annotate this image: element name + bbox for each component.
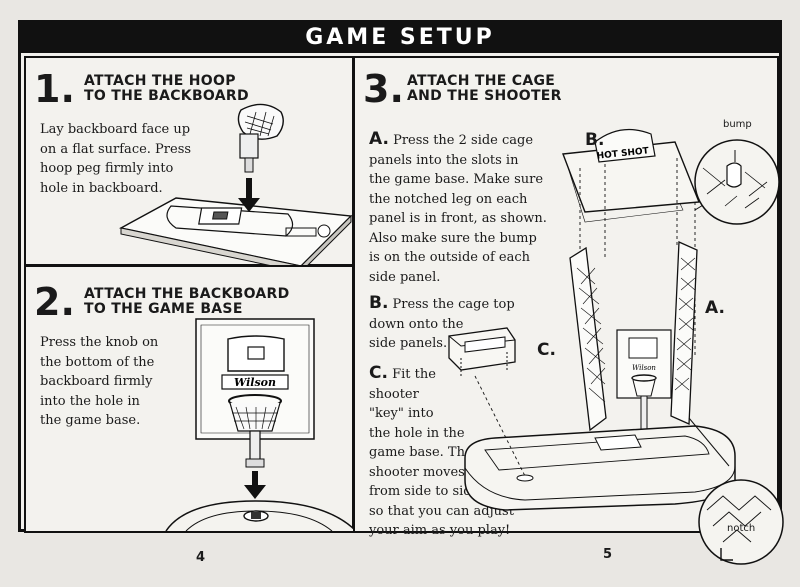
game-setup-frame: GAME SETUP 1. ATTACH THE HOOP TO THE BAC… [18,20,784,565]
step-1-title: ATTACH THE HOOP TO THE BACKBOARD [84,73,249,104]
step-3c-instructions: C. Fit the shooter "key" into the hole i… [369,363,514,541]
shooter-label: C. [537,340,556,360]
step-3b-text: Press the cage top down onto the side pa… [369,297,515,351]
step-3a-lead: A. [369,129,389,149]
step-3b-instructions: B. Press the cage top down onto the side… [369,293,515,354]
step-1-instructions: Lay backboard face up on a flat surface.… [40,122,192,196]
step-3-title: ATTACH THE CAGE AND THE SHOOTER [407,73,562,104]
step-3b-lead: B. [369,293,389,313]
cage-assembly-illustration: HOT SHOT Wilson [448,128,784,565]
bump-callout-label: bump [723,119,752,130]
step-2-title: ATTACH THE BACKBOARD TO THE GAME BASE [84,286,290,317]
cage-top-label: B. [585,130,605,150]
step-3c-text: Fit the shooter "key" into the hole in t… [369,367,514,538]
step-3a-instructions: A. Press the 2 side cage panels into the… [369,129,547,287]
notch-callout-label: notch [727,523,756,534]
step-3-panel: 3. ATTACH THE CAGE AND THE SHOOTER A. Pr… [353,56,784,565]
step-1-number: 1. [34,67,75,111]
hoop-to-backboard-illustration [119,103,353,274]
step-2-panel: 2. ATTACH THE BACKBOARD TO THE GAME BASE… [24,265,357,533]
page-number-left: 4 [196,550,206,565]
step-3c-lead: C. [369,363,388,383]
page-number-right: 5 [603,547,613,562]
backboard-to-base-illustration: Wilson [165,318,357,532]
step-1-panel: 1. ATTACH THE HOOP TO THE BACKBOARD Lay … [24,56,354,274]
step-2-number: 2. [34,280,75,324]
step-2-instructions: Press the knob on the bottom of the back… [40,335,159,428]
step-3a-text: Press the 2 side cage panels into the sl… [369,133,547,285]
step-3-number: 3. [363,67,404,111]
page-title: GAME SETUP [21,23,779,53]
side-panel-label: A. [705,298,725,318]
backboard-brand: Wilson [234,376,276,389]
cage-backboard-brand: Wilson [632,364,656,372]
